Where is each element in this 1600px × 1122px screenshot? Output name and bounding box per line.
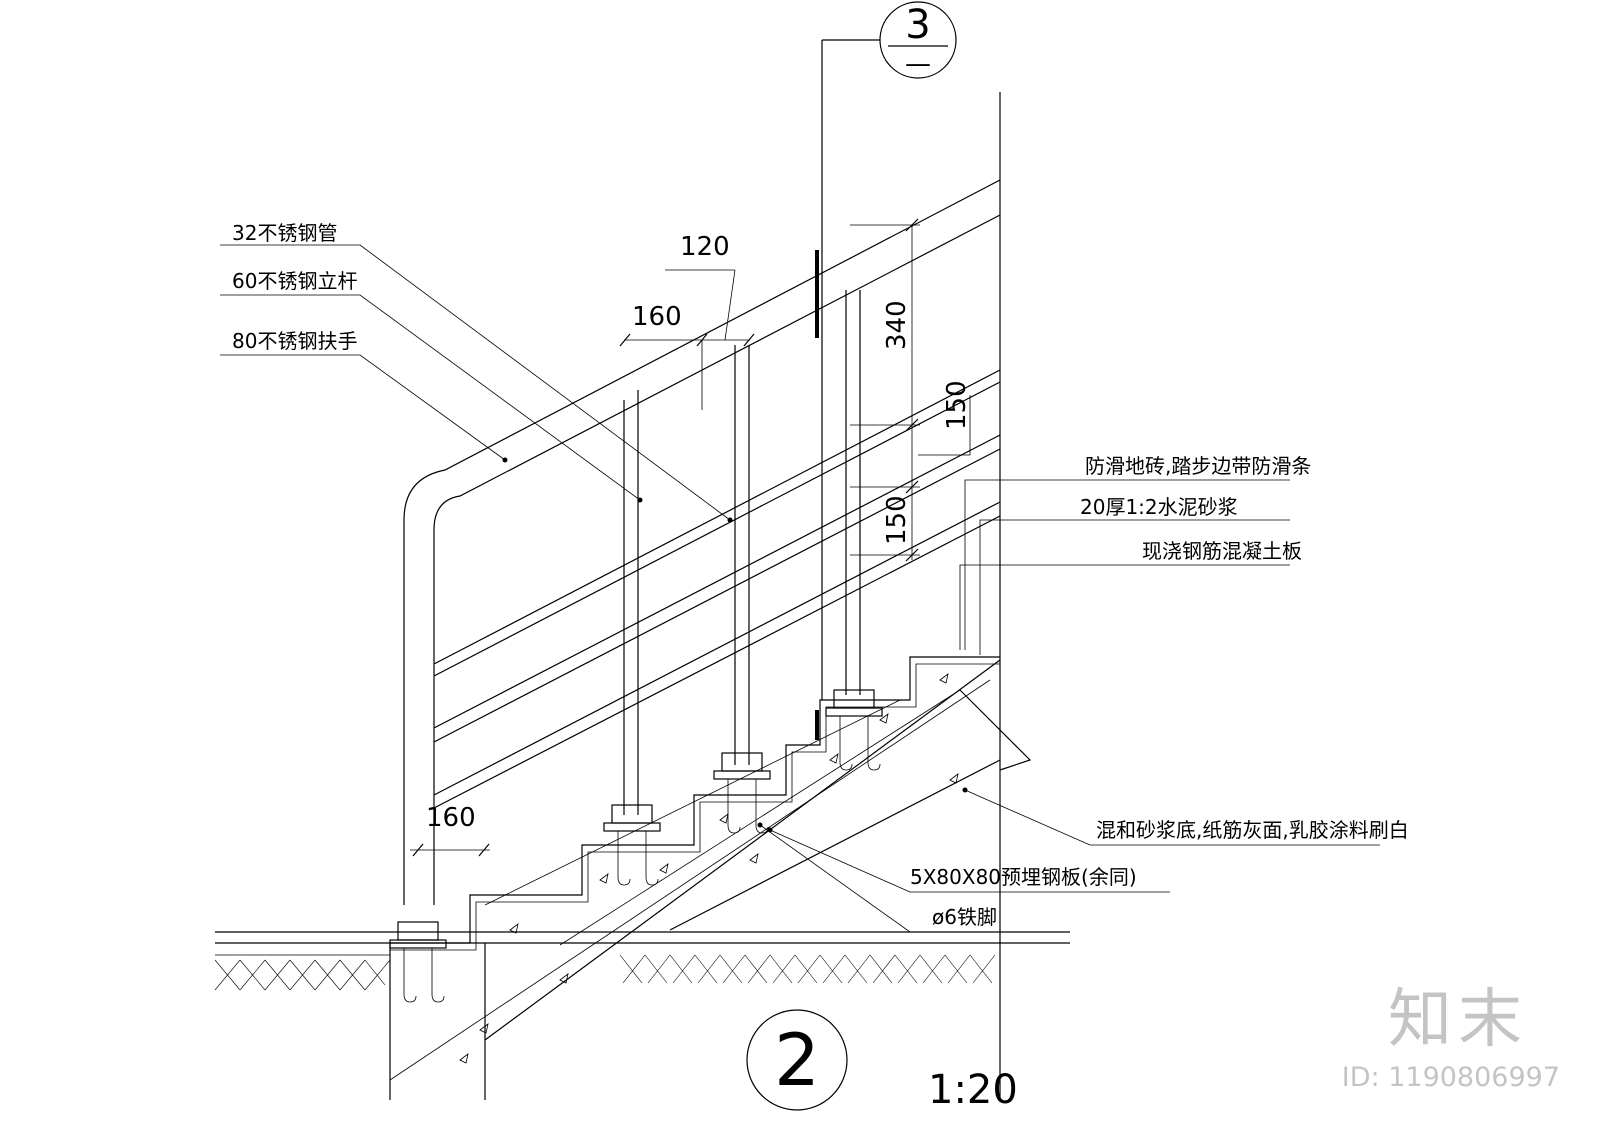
detail-marker-circle — [746, 1009, 848, 1111]
handrail — [403, 179, 1001, 905]
stair-steps — [389, 656, 1032, 1081]
detail-scale: 1:20 — [928, 1067, 1018, 1113]
dimension-160-top: 160 — [632, 302, 682, 332]
label-embed-plate: 5X80X80预埋钢板(余同) — [910, 865, 1137, 889]
label-handrail-80: 80不锈钢扶手 — [232, 329, 357, 353]
left-leaders — [220, 244, 733, 523]
watermark-logo: 知末 — [1388, 983, 1528, 1057]
detail-marker-number: 2 — [774, 1018, 820, 1102]
label-anti-slip-tile: 防滑地砖,踏步边带防滑条 — [1085, 454, 1311, 478]
dimension-160-bottom: 160 — [426, 803, 476, 833]
label-iron-foot: ø6铁脚 — [932, 905, 997, 929]
posts — [389, 290, 883, 1003]
section-cut-line — [815, 1, 957, 740]
watermark-id: ID: 1190806997 — [1341, 1062, 1560, 1093]
section-marker-number: 3 — [905, 2, 930, 48]
label-pipe-32: 32不锈钢管 — [232, 221, 337, 245]
dimension-150-a: 150 — [942, 380, 972, 430]
dimension-340: 340 — [882, 300, 912, 350]
floor-slab — [214, 931, 1070, 1100]
bottom-dimension — [410, 843, 490, 857]
dimension-150-b: 150 — [882, 495, 912, 545]
label-cement-mortar: 20厚1:2水泥砂浆 — [1080, 495, 1238, 519]
label-ceiling-finish: 混和砂浆底,纸筋灰面,乳胶涂料刷白 — [1096, 818, 1409, 842]
label-post-60: 60不锈钢立杆 — [232, 269, 357, 293]
dimension-120: 120 — [680, 232, 730, 262]
right-leaders — [757, 479, 1380, 933]
concrete-aggregate — [459, 673, 959, 1064]
section-marker-circle — [879, 1, 957, 79]
section-marker-sheet: — — [905, 49, 931, 79]
top-dimensions — [619, 269, 755, 410]
right-dimensions — [850, 218, 971, 562]
ground-hatch — [214, 954, 996, 991]
intermediate-rails — [433, 369, 1001, 809]
label-concrete-slab: 现浇钢筋混凝土板 — [1142, 539, 1302, 563]
